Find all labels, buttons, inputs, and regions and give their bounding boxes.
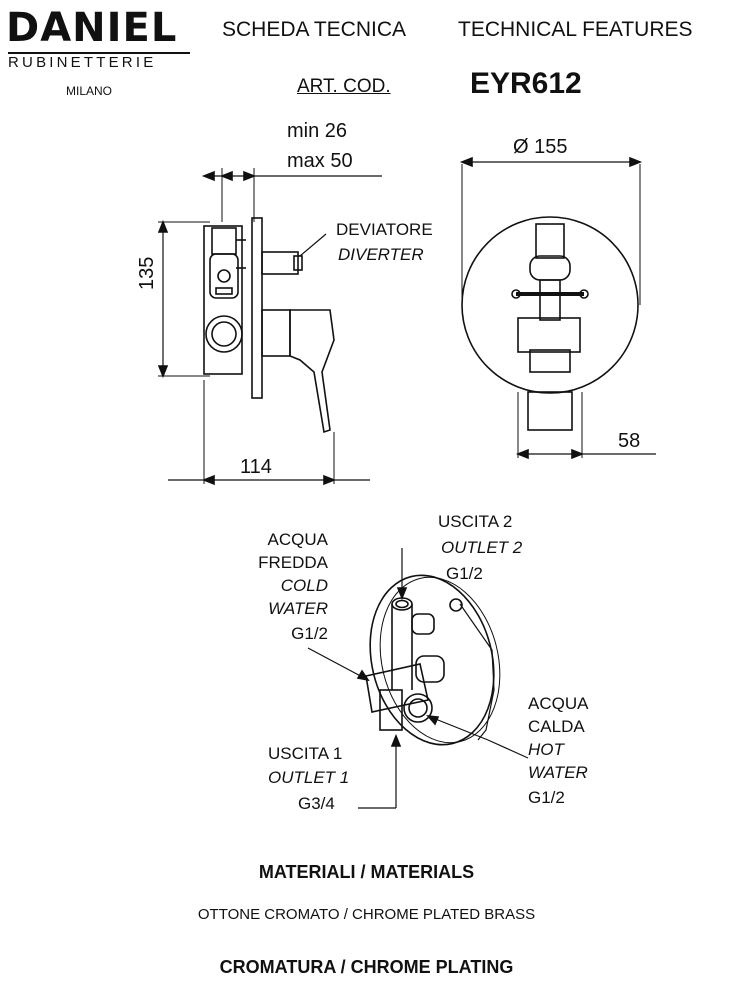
- label-cold-it-1: ACQUA: [267, 530, 328, 549]
- label-outlet2-size: G1/2: [446, 564, 483, 583]
- front-view-drawing: [459, 156, 656, 460]
- dim-height: 135: [136, 256, 158, 290]
- article-code: EYR612: [470, 67, 582, 100]
- label-outlet2-en: OUTLET 2: [441, 538, 523, 557]
- dim-depth: 58: [618, 430, 641, 452]
- label-hot-size: G1/2: [528, 788, 565, 807]
- title-italian: SCHEDA TECNICA: [222, 18, 406, 41]
- side-view-drawing: [157, 168, 382, 486]
- label-cold-en-1: COLD: [280, 576, 328, 595]
- label-diverter-it: DEVIATORE: [336, 220, 433, 239]
- materials-value: OTTONE CROMATO / CHROME PLATED BRASS: [197, 906, 536, 923]
- brand-logo: DANIEL: [6, 5, 178, 51]
- label-cold-it-2: FREDDA: [258, 553, 328, 572]
- label-outlet2-it: USCITA 2: [438, 512, 513, 531]
- label-diverter-en: DIVERTER: [338, 245, 424, 264]
- article-code-label: ART. COD.: [297, 76, 391, 97]
- title-english: TECHNICAL FEATURES: [458, 18, 693, 41]
- label-hot-it-1: ACQUA: [528, 694, 589, 713]
- label-cold-en-2: WATER: [268, 599, 328, 618]
- isometric-view-drawing: [307, 548, 529, 809]
- label-outlet1-en: OUTLET 1: [268, 768, 350, 787]
- dim-diameter: Ø 155: [513, 136, 568, 158]
- label-hot-en-1: HOT: [528, 740, 564, 759]
- label-hot-en-2: WATER: [528, 763, 588, 782]
- label-cold-size: G1/2: [291, 624, 328, 643]
- brand-city: MILANO: [66, 84, 113, 98]
- label-hot-it-2: CALDA: [528, 717, 585, 736]
- materials-title: MATERIALI / MATERIALS: [258, 862, 475, 882]
- dim-min-depth: min 26: [287, 120, 348, 142]
- brand-subtitle: RUBINETTERIE: [8, 52, 190, 71]
- dim-width: 114: [240, 456, 272, 478]
- label-outlet1-size: G3/4: [298, 794, 335, 813]
- plating-title: CROMATURA / CHROME PLATING: [219, 957, 514, 977]
- label-outlet1-it: USCITA 1: [268, 744, 343, 763]
- dim-max-depth: max 50: [287, 150, 353, 172]
